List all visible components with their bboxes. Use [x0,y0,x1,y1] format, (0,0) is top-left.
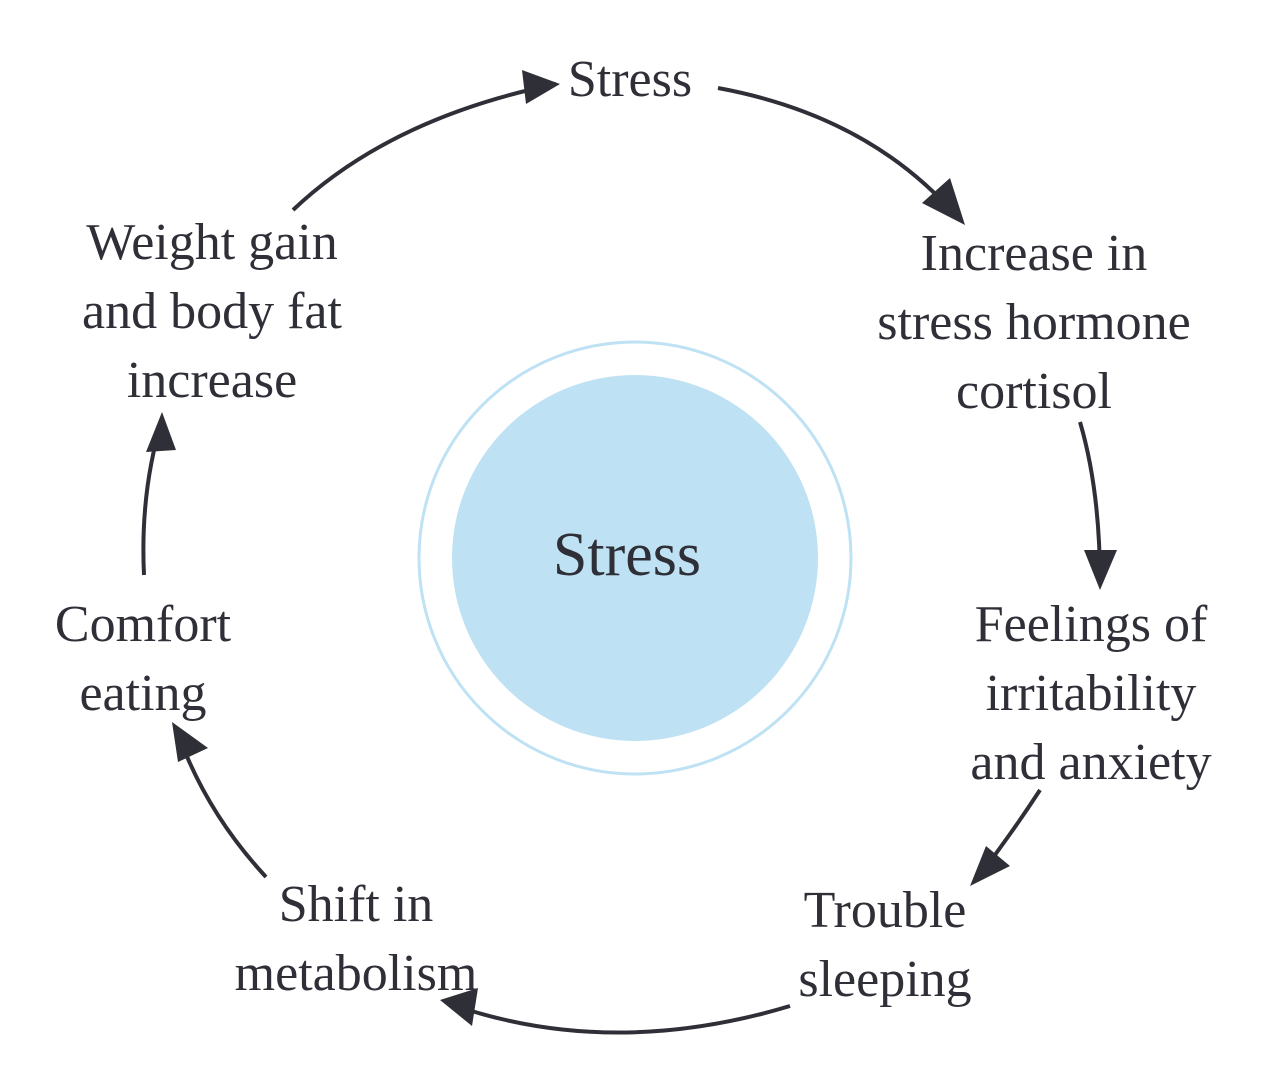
node-irritability: Feelings of irritability and anxiety [970,596,1212,791]
arrowhead-stress [522,70,560,104]
arrowhead-weight-gain [146,412,176,452]
center-outer-ring [417,340,853,776]
arrowhead-comfort-eating [172,722,208,762]
arrowhead-cortisol [922,178,965,225]
center-circle [452,375,818,741]
arrowhead-trouble-sleeping [970,846,1010,886]
node-metabolism: Shift in metabolism [234,876,478,1002]
arrow-trouble-sleeping-to-metabolism [449,1002,791,1035]
node-trouble-sleeping: Trouble sleeping [798,882,972,1008]
center-label: Stress [552,521,702,589]
node-cortisol: Increase in stress hormone cortisol [877,225,1191,420]
arrow-weight-gain-to-stress [291,82,557,212]
arrowhead-metabolism [440,988,478,1026]
node-stress: Stress [567,51,693,108]
arrowhead-irritability [1084,550,1117,590]
arrow-stress-to-cortisol [717,86,960,220]
node-weight-gain: Weight gain and body fat increase [82,214,342,409]
node-comfort-eating: Comfort eating [54,596,232,722]
